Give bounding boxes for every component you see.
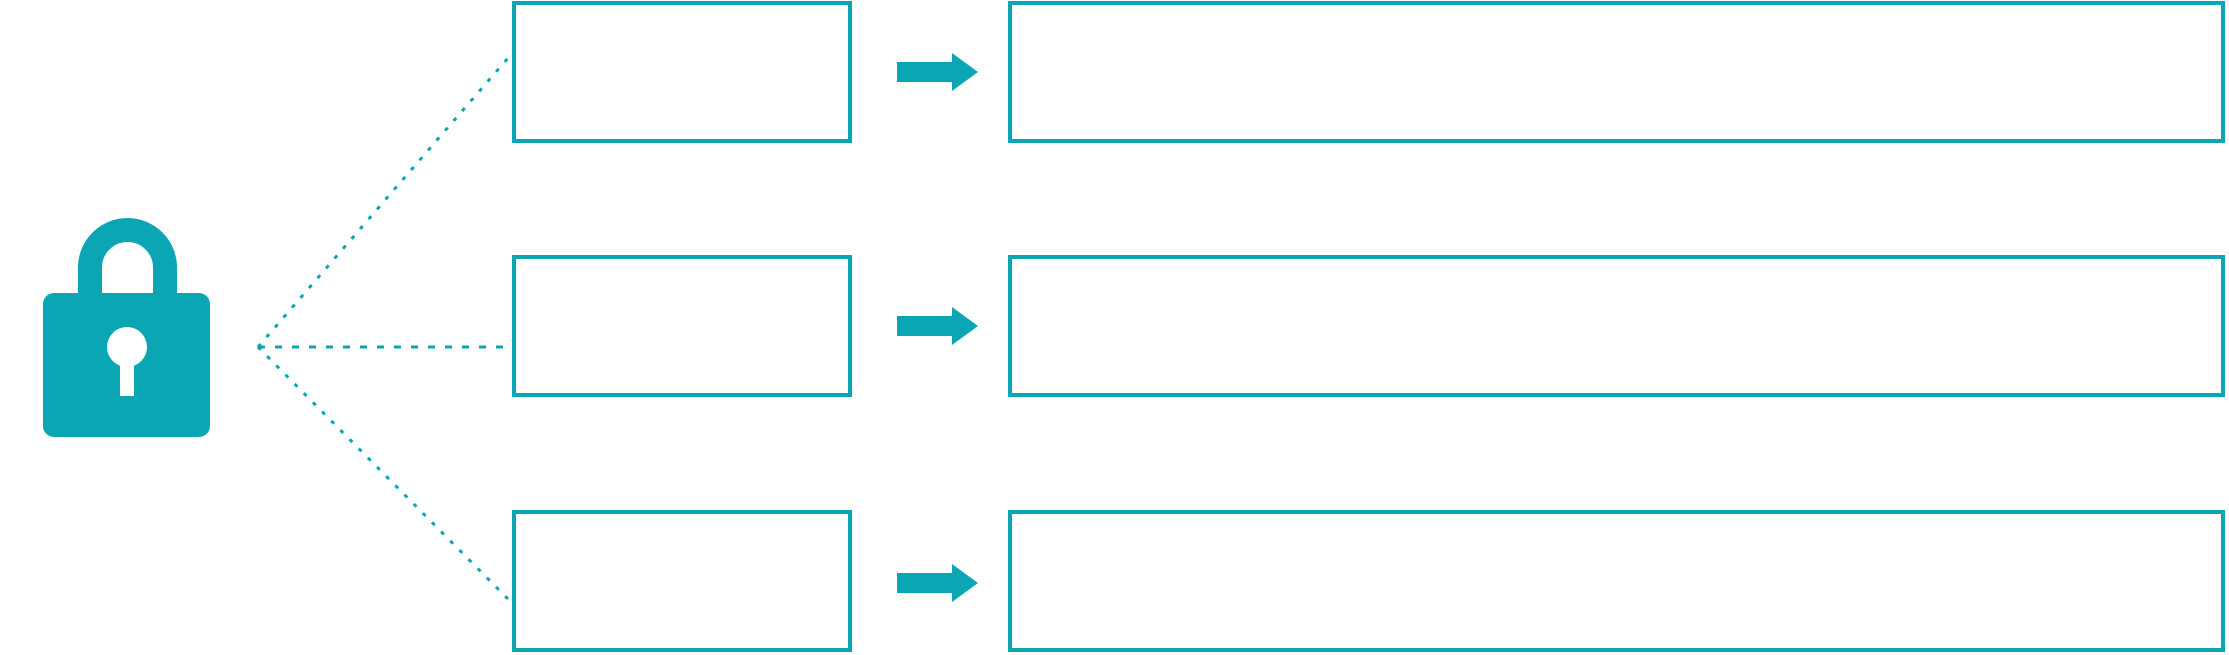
small-box-3 [512,510,852,652]
large-box-3 [1008,510,2225,652]
large-box-1 [1008,1,2225,143]
small-box-1 [512,1,852,143]
large-box-2 [1008,255,2225,397]
small-box-2 [512,255,852,397]
connector-line-bottom [256,345,510,601]
connector-line-top [256,57,510,348]
lock-icon [43,218,210,437]
arrow-right-icon [897,307,978,345]
arrow-right-icon [897,53,978,91]
arrow-right-icon [897,564,978,602]
connector-lines [256,57,510,601]
